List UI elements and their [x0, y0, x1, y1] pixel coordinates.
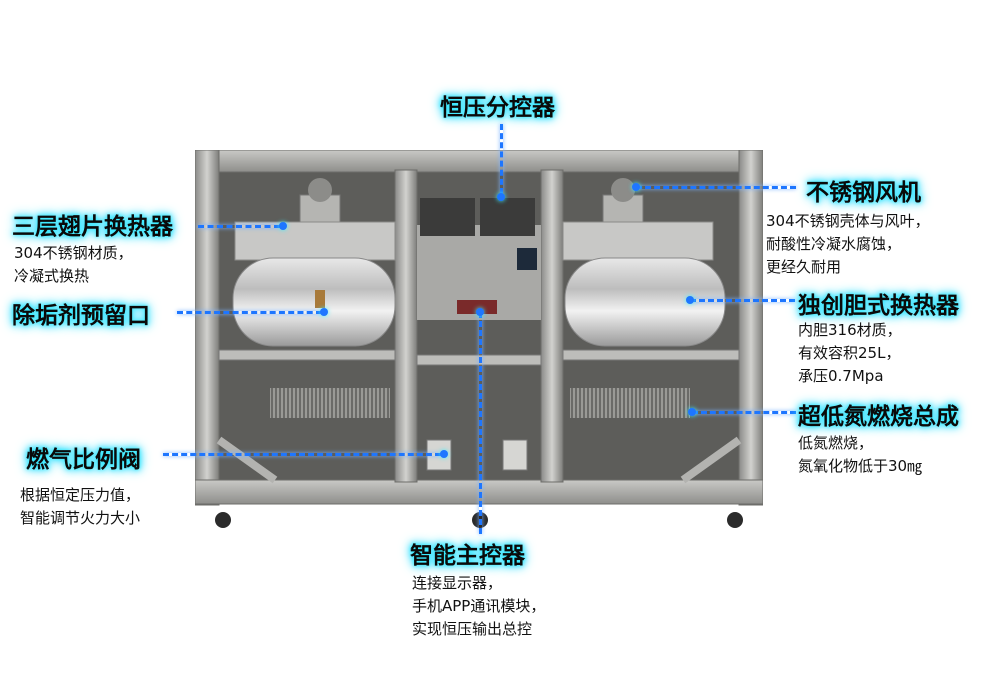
gas-valve-desc: 根据恒定压力值， 智能调节火力大小 — [20, 484, 140, 530]
leader-line-stainless-fan — [636, 186, 796, 189]
main-controller-desc-line: 实现恒压输出总控 — [412, 620, 533, 638]
main-controller-desc-line: 手机APP通讯模块， — [412, 597, 546, 615]
leader-dot-tank-exchanger — [686, 296, 694, 304]
main-controller-desc: 连接显示器， 手机APP通讯模块， 实现恒压输出总控 — [412, 572, 545, 641]
leader-dot-controller-split — [497, 193, 505, 201]
fin-exchanger-desc-line: 304不锈钢材质， — [14, 244, 133, 262]
low-nox-desc: 低氮燃烧， 氮氧化物低于30㎎ — [798, 432, 922, 478]
tank-exchanger-desc-line: 有效容积25L， — [798, 344, 901, 362]
tank-exchanger-title: 独创胆式换热器 — [798, 293, 959, 319]
tank-exchanger-desc-line: 承压0.7Mpa — [798, 367, 884, 385]
low-nox-desc-line: 氮氧化物低于30㎎ — [798, 457, 923, 475]
gas-valve-desc-line: 根据恒定压力值， — [20, 486, 141, 504]
tank-exchanger-desc-line: 内胆316材质， — [798, 321, 902, 339]
low-nox-title: 超低氮燃烧总成 — [798, 404, 959, 430]
leader-dot-stainless-fan — [632, 183, 640, 191]
stainless-fan-desc-line: 304不锈钢壳体与风叶， — [766, 212, 930, 230]
leader-line-tank-exchanger — [690, 299, 795, 302]
stainless-fan-desc-line: 更经久耐用 — [766, 258, 842, 276]
fin-exchanger-desc: 304不锈钢材质， 冷凝式换热 — [14, 242, 133, 288]
descaler-port-title: 除垢剂预留口 — [12, 303, 150, 329]
leader-dot-descaler-port — [320, 308, 328, 316]
leader-dot-gas-valve — [440, 450, 448, 458]
leader-line-fin-exchanger — [198, 225, 280, 228]
fin-exchanger-desc-line: 冷凝式换热 — [14, 267, 90, 285]
leader-dot-main-controller — [476, 308, 484, 316]
stainless-fan-desc-line: 耐酸性冷凝水腐蚀， — [766, 235, 902, 253]
gas-valve-title: 燃气比例阀 — [26, 447, 141, 473]
fin-exchanger-title: 三层翅片换热器 — [12, 214, 173, 240]
main-controller-desc-line: 连接显示器， — [412, 574, 503, 592]
leader-line-controller-split — [500, 124, 503, 194]
stainless-fan-title: 不锈钢风机 — [806, 180, 921, 206]
leader-line-descaler-port — [177, 311, 322, 314]
tank-exchanger-desc: 内胆316材质， 有效容积25L， 承压0.7Mpa — [798, 319, 902, 388]
leader-line-low-nox — [692, 411, 796, 414]
stainless-fan-desc: 304不锈钢壳体与风叶， 耐酸性冷凝水腐蚀， 更经久耐用 — [766, 210, 930, 279]
leader-dot-fin-exchanger — [279, 222, 287, 230]
gas-valve-desc-line: 智能调节火力大小 — [20, 509, 141, 527]
leader-dot-low-nox — [688, 408, 696, 416]
main-controller-title: 智能主控器 — [410, 543, 525, 569]
controller-split-title: 恒压分控器 — [440, 95, 555, 121]
leader-line-gas-valve — [163, 453, 441, 456]
leader-line-main-controller — [479, 312, 482, 534]
low-nox-desc-line: 低氮燃烧， — [798, 434, 874, 452]
